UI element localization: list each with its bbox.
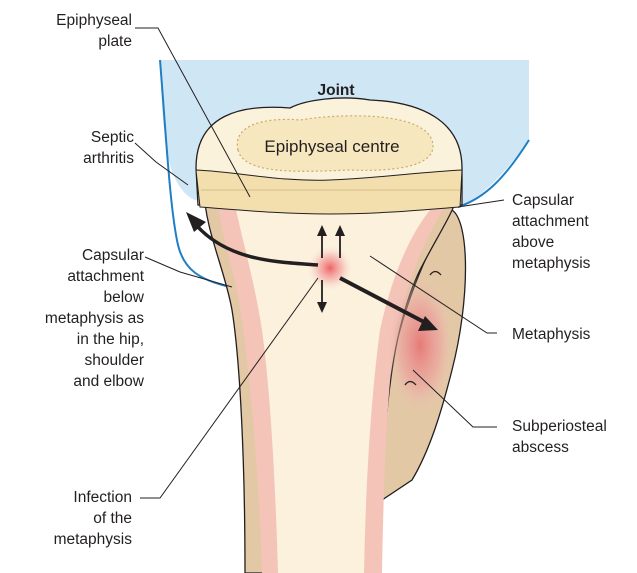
label-metaphysis: Metaphysis — [512, 324, 632, 345]
abscess-glow — [386, 275, 454, 415]
label-epiphyseal-plate: Epiphyseal plate — [20, 10, 132, 52]
label-capsular-below: Capsular attachment below metaphysis as … — [2, 245, 144, 392]
label-septic-arthritis: Septic arthritis — [30, 127, 134, 169]
label-infection-metaphysis: Infection of the metaphysis — [20, 487, 132, 550]
label-joint: Joint — [296, 80, 376, 101]
label-subperiosteal-abscess: Subperiosteal abscess — [512, 416, 634, 458]
label-epiphyseal-centre: Epiphyseal centre — [246, 136, 418, 157]
spread-arrowhead-joint — [186, 212, 206, 232]
label-capsular-above: Capsular attachment above metaphysis — [512, 190, 632, 274]
